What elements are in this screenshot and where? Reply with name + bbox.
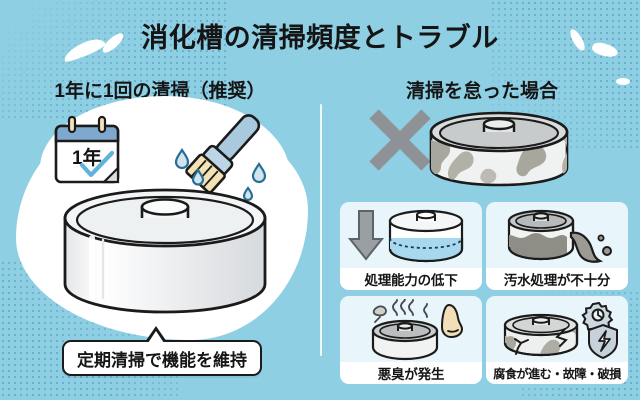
clean-septic-tank-icon [63, 188, 267, 314]
page-title: 消化槽の清掃頻度とトラブル [141, 23, 499, 53]
card-artwork [486, 202, 628, 268]
card-artwork [486, 296, 628, 362]
card-label: 処理能力の低下 [340, 268, 482, 290]
odor-waves-icon [392, 299, 428, 318]
nose-icon [440, 303, 464, 339]
trouble-card[interactable]: 処理能力の低下 [340, 202, 482, 290]
card-label: 悪臭が発生 [340, 362, 482, 384]
trouble-card[interactable]: 悪臭が発生 [340, 296, 482, 384]
column-divider [320, 104, 322, 356]
trouble-cards-grid: 処理能力の低下 [340, 202, 628, 384]
cleaning-brush-icon [174, 114, 267, 202]
tank-low-water-icon [347, 209, 464, 263]
broken-shield-icon [588, 323, 618, 360]
trouble-card[interactable]: 腐食が進む・故障・破損 [486, 296, 628, 384]
calendar-icon: 1年 [54, 115, 120, 184]
badge-pointer [148, 331, 164, 343]
card-artwork [340, 202, 482, 268]
right-column-heading: 清掃を怠った場合 [405, 81, 558, 102]
card-artwork [340, 296, 482, 362]
card-label: 腐食が進む・故障・破損 [486, 362, 628, 384]
grime-patches-icon [431, 136, 567, 184]
odor-tank-icon [371, 299, 464, 361]
card-label: 汚水処理が不十分 [486, 268, 628, 290]
tank-overflow-icon [507, 209, 612, 263]
cross-mark-icon [369, 109, 431, 171]
crack-icon [514, 328, 568, 355]
left-column-heading: 1年に1回の清掃（推奨） [54, 81, 266, 102]
calendar-year-label: 1年 [72, 146, 102, 169]
down-arrow-icon [347, 210, 385, 261]
maintenance-badge: 定期清掃で機能を維持 [62, 340, 262, 376]
trouble-card[interactable]: 汚水処理が不十分 [486, 202, 628, 290]
corroded-tank-icon [503, 301, 618, 360]
dirty-septic-tank-icon [429, 111, 569, 187]
